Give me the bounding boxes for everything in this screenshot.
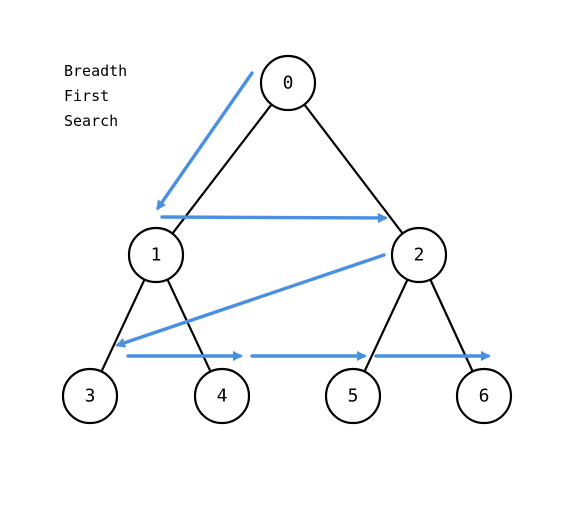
node-0-label: 0 <box>283 73 294 94</box>
title-line-2: First <box>64 87 109 105</box>
traversal-arrows <box>115 71 491 361</box>
node-2-label: 2 <box>414 245 425 266</box>
edge-0-1 <box>171 103 273 235</box>
node-5-circle <box>324 367 382 425</box>
diagram-title: Breadth First Search <box>64 62 127 130</box>
node-5: 5 <box>324 367 382 425</box>
edge-2-5 <box>363 278 409 373</box>
node-2: 2 <box>390 226 448 284</box>
edge-0-2 <box>303 103 404 235</box>
node-2-circle <box>390 226 448 284</box>
node-6: 6 <box>455 367 513 425</box>
node-4-label: 4 <box>217 386 228 407</box>
node-0: 0 <box>259 54 317 112</box>
node-1: 1 <box>127 226 185 284</box>
tree-edges <box>100 103 474 373</box>
node-1-circle <box>127 226 185 284</box>
node-4: 4 <box>193 367 251 425</box>
traversal-arrow-1-to-2 <box>160 212 388 223</box>
node-1-label: 1 <box>151 245 162 266</box>
tree-nodes: 0 1 2 3 4 5 6 <box>61 54 513 425</box>
edge-1-3 <box>100 278 146 373</box>
node-0-circle <box>259 54 317 112</box>
traversal-arrow-0-to-1 <box>156 71 254 211</box>
node-3-label: 3 <box>85 386 96 407</box>
node-3-circle <box>61 367 119 425</box>
node-4-circle <box>193 367 251 425</box>
traversal-arrow-2-to-3 <box>115 253 386 348</box>
title-line-3: Search <box>64 112 118 130</box>
node-6-circle <box>455 367 513 425</box>
node-6-label: 6 <box>479 386 490 407</box>
title-line-1: Breadth <box>64 62 127 80</box>
node-5-label: 5 <box>348 386 359 407</box>
node-3: 3 <box>61 367 119 425</box>
